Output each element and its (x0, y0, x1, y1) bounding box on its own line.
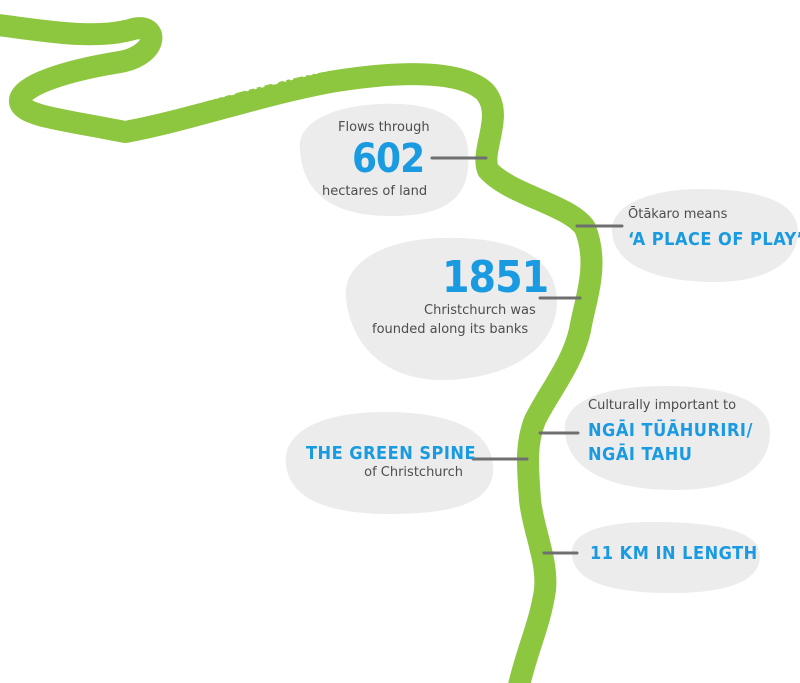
founded-year: 1851 (442, 252, 549, 303)
area-intro: Flows through (338, 120, 430, 135)
meaning-intro: Ōtākaro means (628, 207, 728, 222)
river-path (0, 14, 603, 683)
bubble-spine (285, 411, 494, 514)
founded-line2: founded along its banks (372, 322, 529, 337)
cultural-intro: Culturally important to (588, 398, 737, 413)
spine-highlight: THE GREEN SPINE (306, 443, 477, 464)
bubble-cultural (564, 386, 770, 490)
area-value: 602 (352, 136, 425, 182)
spine-caption: of Christchurch (364, 465, 463, 480)
cultural-group-line1: NGĀI TŪĀHURIRI/ (588, 420, 753, 441)
bubble-length (571, 521, 760, 594)
bubble-meaning (611, 189, 798, 283)
connectors (430, 156, 624, 555)
bubble-area (299, 103, 469, 217)
bubble-founded (345, 237, 557, 381)
area-unit: hectares of land (322, 184, 428, 199)
meaning-highlight: ‘A PLACE OF PLAY’ (628, 229, 800, 250)
founded-line1: Christchurch was (424, 303, 536, 318)
length-highlight: 11 KM IN LENGTH (590, 543, 758, 564)
cultural-group-line2: NGĀI TAHU (588, 444, 693, 465)
